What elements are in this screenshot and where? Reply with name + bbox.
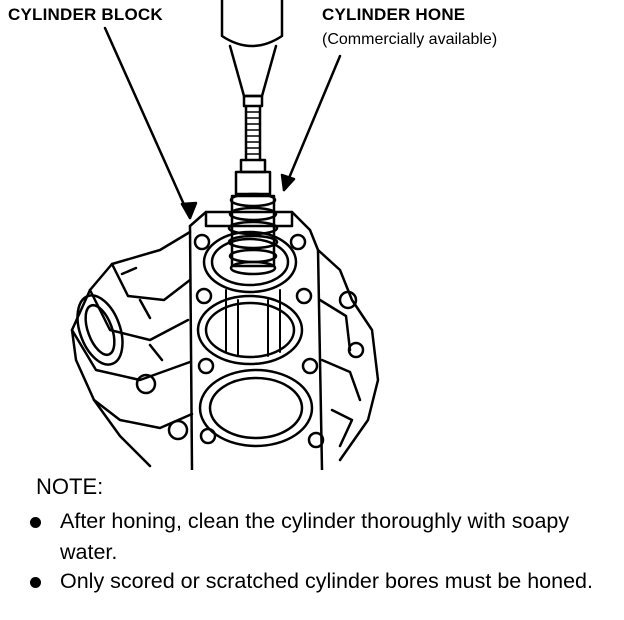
cylinder-honing-illustration	[70, 0, 380, 470]
drill-chuck	[220, 0, 284, 48]
hone-shaft	[244, 104, 262, 162]
note-item-text: Only scored or scratched cylinder bores …	[60, 569, 593, 593]
block-leader-line	[103, 26, 192, 220]
note-item-2: Only scored or scratched cylinder bores …	[30, 566, 610, 597]
cylinder-bore-3	[198, 368, 314, 448]
block-deck-outline	[188, 210, 324, 470]
note-item-text: After honing, clean the cylinder thoroug…	[60, 509, 570, 564]
note-item-1: After honing, clean the cylinder thoroug…	[30, 506, 610, 568]
hone-collar	[239, 158, 267, 174]
note-title: NOTE:	[36, 474, 104, 499]
bullet-icon	[30, 577, 41, 588]
right-cylinder-bank	[316, 248, 380, 462]
hone-leader-arrow	[280, 173, 296, 192]
bolt-hole	[193, 233, 211, 251]
cylinder-hone-note: (Commercially available)	[322, 31, 498, 48]
cylinder-bore-2	[196, 294, 304, 366]
cylinder-block-label: CYLINDER BLOCK	[8, 5, 163, 24]
hone-head	[227, 192, 279, 276]
cylinder-bore-1	[202, 230, 298, 294]
left-cylinder-bank	[70, 230, 194, 468]
bullet-icon	[30, 517, 41, 528]
cylinder-hone-label: CYLINDER HONE	[322, 5, 466, 24]
block-leader-arrow	[180, 201, 198, 220]
hone-leader-line	[282, 54, 342, 192]
